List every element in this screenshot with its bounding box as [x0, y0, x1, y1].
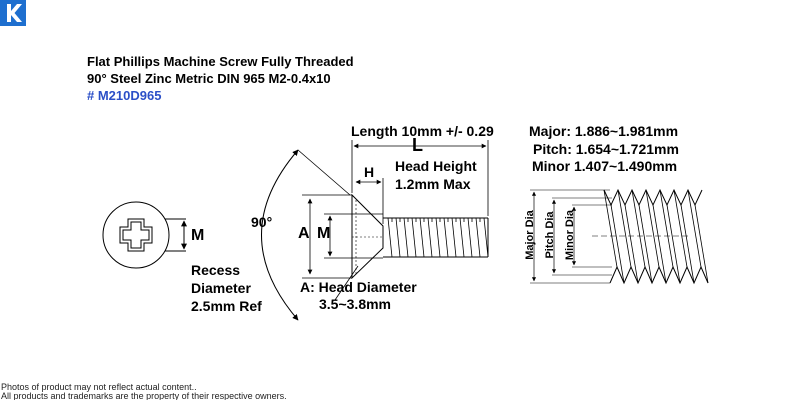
thread-lines — [387, 217, 489, 258]
pitch-diameter-spec: Pitch: 1.654~1.721mm — [533, 141, 679, 157]
recess-label-2: Diameter — [191, 280, 251, 296]
length-label: Length 10mm +/- 0.29 — [351, 123, 494, 139]
thread-line — [435, 217, 441, 258]
thread-flank — [673, 189, 688, 268]
thread-flank — [638, 204, 653, 284]
thread-flank — [610, 204, 625, 284]
thread-flank — [652, 204, 667, 284]
thread-flank — [624, 204, 639, 284]
thread-line — [459, 217, 465, 258]
k-logo-icon[interactable] — [0, 0, 26, 26]
thread-flank — [617, 189, 632, 268]
thread-line — [395, 217, 401, 258]
part-number: # M210D965 — [87, 88, 162, 103]
head-height-label-1: Head Height — [395, 158, 477, 174]
thread-flank — [666, 204, 681, 284]
title-line-2: 90° Steel Zinc Metric DIN 965 M2-0.4x10 — [87, 71, 331, 86]
thread-line — [467, 217, 473, 258]
thread-flank — [645, 189, 660, 268]
head-diameter-label-1: A: Head Diameter — [300, 279, 417, 295]
thread-m-symbol: M — [317, 225, 331, 242]
head-dim-lines — [302, 140, 489, 301]
head-diameter-symbol: A — [298, 225, 310, 242]
recess-label-3: 2.5mm Ref — [191, 298, 262, 314]
thread-flank — [680, 204, 695, 284]
thread-flank — [687, 189, 702, 268]
thread-line — [443, 217, 449, 258]
thread-flank — [694, 204, 709, 284]
head-top-view — [102, 201, 187, 269]
minor-diameter-spec: Minor 1.407~1.490mm — [532, 158, 678, 174]
head-diameter-label-2: 3.5~3.8mm — [319, 296, 391, 312]
minor-dia-label: Minor Dia — [564, 209, 576, 261]
thread-line — [475, 217, 481, 258]
angle-arc — [261, 149, 299, 321]
thread-flank — [659, 189, 674, 268]
thread-flank — [603, 189, 618, 268]
recess-label-1: Recess — [191, 262, 241, 278]
thread-line — [483, 217, 489, 258]
head-height-symbol: H — [364, 164, 375, 180]
thread-line — [411, 217, 417, 258]
screw-side-view — [351, 193, 489, 280]
footer-disclaimer-1: Photos of product may not reflect actual… — [1, 382, 197, 392]
thread-line — [387, 217, 393, 258]
length-symbol: L — [412, 135, 423, 155]
thread-flank — [631, 189, 646, 268]
thread-detail-view — [530, 188, 709, 285]
head-height-label-2: 1.2mm Max — [395, 176, 471, 192]
major-diameter-spec: Major: 1.886~1.981mm — [529, 123, 679, 139]
thread-line — [451, 217, 457, 258]
title-line-1: Flat Phillips Machine Screw Fully Thread… — [87, 54, 354, 69]
thread-line — [403, 217, 409, 258]
thread-line — [427, 217, 433, 258]
thread-line — [419, 217, 425, 258]
angle-label: 90° — [251, 214, 273, 230]
footer-disclaimer-2: All products and trademarks are the prop… — [1, 391, 287, 400]
major-dia-label: Major Dia — [524, 210, 536, 260]
recess-m-symbol: M — [191, 227, 205, 244]
pitch-dia-label: Pitch Dia — [544, 211, 556, 259]
